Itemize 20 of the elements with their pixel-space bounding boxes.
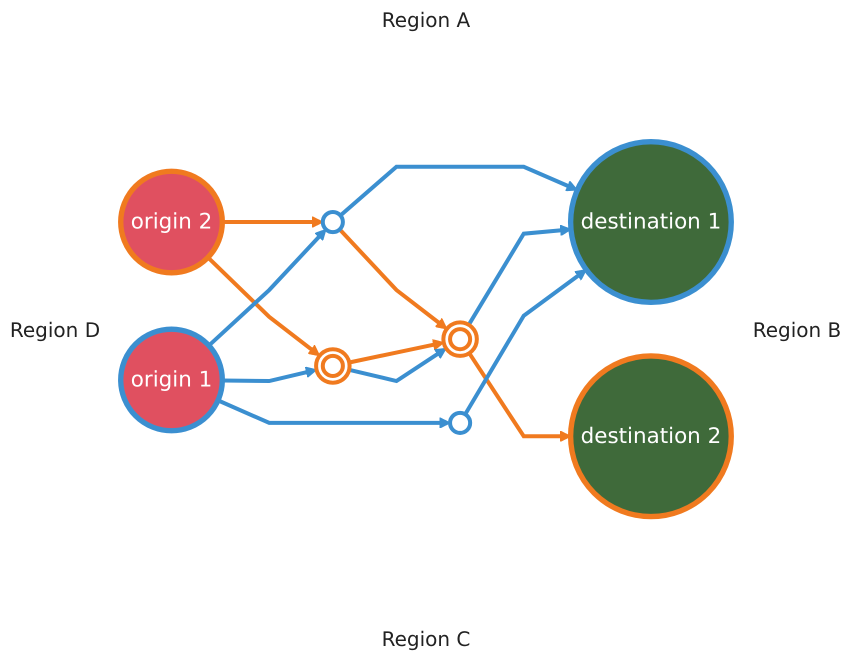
node-circle xyxy=(448,411,472,436)
region-label: Region D xyxy=(8,316,102,344)
node-circle xyxy=(441,320,479,358)
arrow xyxy=(338,228,448,330)
node-circle xyxy=(118,326,225,434)
arrow xyxy=(348,339,444,365)
node-circle xyxy=(314,348,352,386)
flow-network-diagram: origin 2 origin 1 destination 1 destination 2 xyxy=(110,131,742,528)
node-circle xyxy=(118,168,225,276)
arrow xyxy=(206,256,320,357)
node-circle xyxy=(320,210,345,234)
arrow xyxy=(348,348,447,384)
arrow xyxy=(208,229,326,348)
arrow xyxy=(339,165,578,218)
region-label: Region A xyxy=(380,7,472,34)
node-circle xyxy=(568,354,734,520)
arrow xyxy=(464,269,587,416)
region-label: Region C xyxy=(380,626,472,653)
node-circle xyxy=(568,139,734,306)
region-label: Region B xyxy=(752,316,842,344)
